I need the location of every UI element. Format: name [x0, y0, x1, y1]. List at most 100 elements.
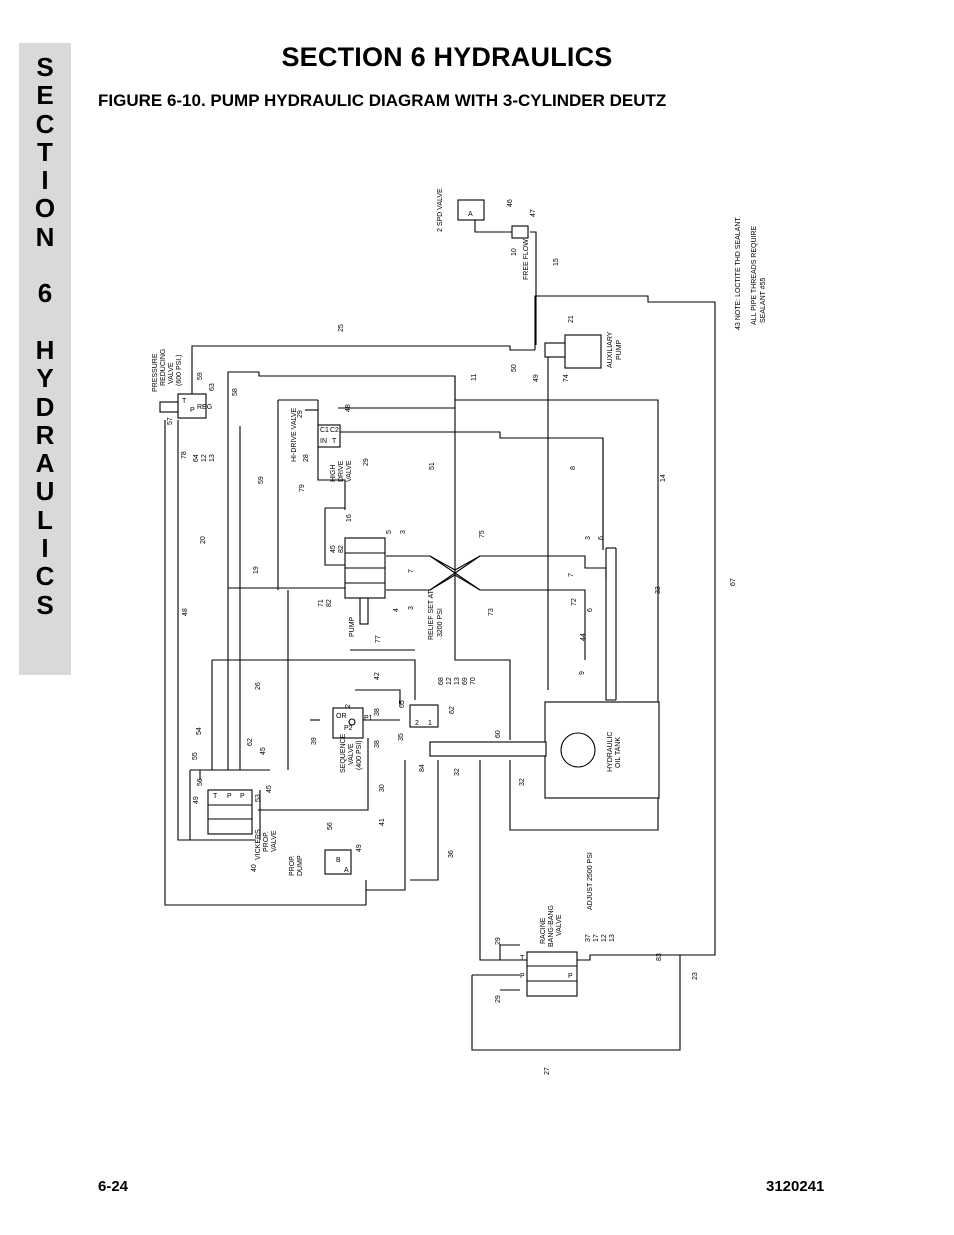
callout: 82	[326, 599, 333, 607]
side-tab-letter: S	[36, 52, 54, 82]
callout: 38	[374, 740, 381, 748]
callout: 6	[587, 608, 594, 612]
port-p2-label: P2	[344, 725, 353, 732]
prop-dump-label-1: PROP.	[289, 855, 296, 876]
sequence-valve-orifice	[348, 718, 356, 726]
callout: 9	[579, 671, 586, 675]
callout: 29	[495, 937, 502, 945]
port-c2-label: C2	[330, 427, 339, 434]
callout: 11	[471, 374, 478, 381]
pump-label: PUMP	[349, 616, 356, 637]
callout: 23	[692, 972, 699, 980]
port-p1-label: P1	[364, 715, 373, 722]
high-drive-label-1: HIGH	[330, 465, 337, 483]
callout: 13	[609, 934, 616, 942]
vickers-label-2: PROP.	[263, 831, 270, 852]
relief-label-2: 3200 PSI	[437, 608, 444, 637]
callout: 28	[303, 454, 310, 462]
side-tab-letter: C	[35, 108, 55, 139]
callout: 78	[181, 451, 188, 459]
callout: 49	[533, 374, 540, 382]
racine-label-2: BANG-BANG	[548, 905, 555, 947]
vickers-label-1: VICKERS	[255, 829, 262, 860]
two-spd-valve-label: 2 SPD VALVE	[437, 188, 444, 232]
prv-label-3: VALVE	[168, 362, 175, 384]
notes: 43 NOTE: LOCTITE THD SEALANT ALL PIPE TH…	[735, 217, 767, 330]
callout: 21	[568, 315, 575, 323]
callout: 55	[192, 752, 199, 760]
callout: 13	[209, 454, 216, 462]
callout: 12	[201, 454, 208, 462]
callout: 49	[193, 796, 200, 804]
tank-label-2: OIL TANK	[615, 737, 622, 768]
port-b-label: B	[336, 857, 341, 864]
callout: 50	[511, 364, 518, 372]
callout: 74	[563, 374, 570, 382]
side-tab-letter: E	[36, 80, 54, 111]
side-tab-letter: T	[37, 136, 53, 167]
callout: 49	[356, 844, 363, 852]
port-1-label: 1	[428, 720, 432, 727]
vickers-label-3: VALVE	[271, 830, 278, 852]
callout: 7	[568, 573, 575, 577]
port-p-label: P	[190, 407, 195, 414]
callout: 25	[338, 324, 345, 332]
callout: 29	[495, 995, 502, 1003]
callout: 58	[232, 388, 239, 396]
callout: 42	[374, 672, 381, 680]
callout: 38	[374, 708, 381, 716]
side-tab-letter: U	[35, 476, 55, 507]
callout: 7	[408, 569, 415, 573]
callout: 32	[454, 768, 461, 776]
callout: 12	[446, 677, 453, 685]
high-drive-label-2: DRIVE	[338, 460, 345, 482]
prv-label-4: (600 PSI.)	[176, 354, 183, 386]
callout: 29	[363, 458, 370, 466]
port-p5-label: P	[520, 973, 525, 980]
callout: 19	[253, 566, 260, 574]
side-tab-letter: I	[41, 165, 49, 196]
port-p4-label: P	[240, 793, 245, 800]
port-reg-label: REG	[197, 404, 212, 411]
side-tab-letter: A	[35, 448, 55, 479]
callout: 83	[656, 953, 663, 961]
note-line-1: 43 NOTE: LOCTITE THD SEALANT	[735, 217, 742, 330]
callout: 62	[449, 706, 456, 714]
callout: 45	[266, 785, 273, 793]
prv-label-2: REDUCING	[160, 349, 167, 386]
auxiliary-pump-coupling	[544, 342, 566, 358]
callout: 30	[379, 784, 386, 792]
callout: 32	[519, 778, 526, 786]
callout: 75	[479, 530, 486, 538]
callout: 13	[454, 677, 461, 685]
free-flow-label: FREE FLOW	[523, 239, 530, 280]
callout: 57	[167, 417, 174, 425]
callout: 59	[197, 372, 204, 380]
callout: 12	[601, 934, 608, 942]
callout: 27	[544, 1067, 551, 1075]
callout: 82	[338, 545, 345, 553]
callout: 48	[345, 404, 352, 412]
callout: 53	[255, 794, 262, 802]
side-tab-letter: S	[36, 589, 54, 620]
sequence-label-1: SEQUENCE	[340, 733, 347, 773]
prop-dump-label-2: DUMP	[297, 855, 304, 876]
callout: 4	[393, 608, 400, 612]
callout: 51	[429, 462, 436, 470]
port-p3-label: P	[227, 793, 232, 800]
callout: 54	[196, 727, 203, 735]
callout: 3	[400, 530, 407, 534]
port-2-label: 2	[415, 720, 419, 727]
side-tab-letter: Y	[36, 363, 54, 394]
hi-drive-valve	[317, 424, 341, 448]
port-c1-label: C1	[320, 427, 329, 434]
side-tab-letter: C	[35, 561, 55, 592]
two-spd-valve	[457, 199, 485, 221]
callout: 65	[399, 700, 406, 708]
high-drive-label-3: VALVE	[346, 460, 353, 482]
callout: 77	[375, 635, 382, 643]
callout: 40	[251, 864, 258, 872]
callout: 56	[327, 822, 334, 830]
